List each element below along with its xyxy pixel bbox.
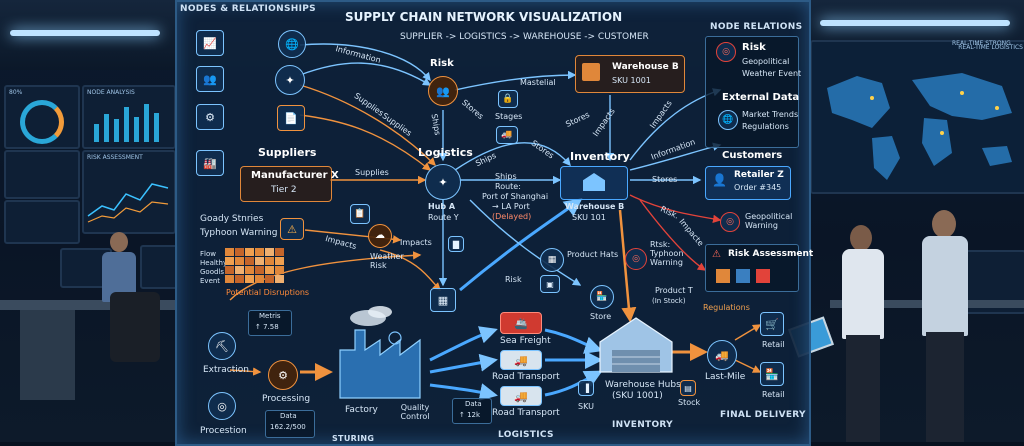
cart-icon[interactable]: 🛒	[760, 312, 784, 336]
stage-label: INVENTORY	[612, 420, 673, 430]
warehouse-hubs-label: Warehouse Hubs	[605, 380, 681, 390]
shop-icon[interactable]: 🏪	[760, 362, 784, 386]
stock-icon[interactable]: ▤	[680, 380, 696, 396]
retail-label: Retail	[762, 390, 785, 399]
barcode-icon[interactable]: ▐	[578, 380, 594, 396]
stage-label: LOGISTICS	[498, 430, 554, 440]
warehouse-hubs-sku: (SKU 1001)	[612, 391, 663, 401]
delivery-truck-icon[interactable]: 🚚	[707, 340, 737, 370]
stage-label: FINAL DELIVERY	[720, 410, 806, 420]
monitor-caption: REAL-TIME STRONG	[952, 40, 1011, 47]
last-mile-label: Last-Mile	[705, 372, 745, 382]
retail-label: Retail	[762, 340, 785, 349]
stock-label: Stock	[678, 398, 700, 407]
sku-label: SKU	[578, 402, 594, 411]
